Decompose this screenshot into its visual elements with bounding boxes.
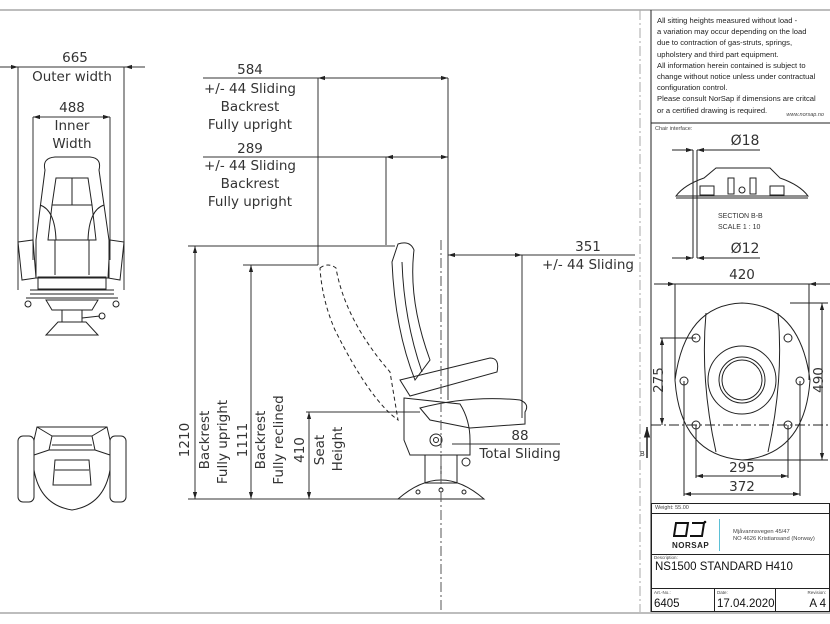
sheet-bottom-border xyxy=(0,612,830,614)
company-name: NORSAP xyxy=(672,541,710,550)
description-value: NS1500 STANDARD H410 xyxy=(655,561,793,573)
inner-width-label-1: Inner xyxy=(54,118,90,134)
dim-289-label-1: +/- 44 Sliding xyxy=(203,158,296,174)
bolt-spacing-372: 372 xyxy=(729,479,755,495)
date-value: 17.04.2020 xyxy=(717,598,775,610)
weight-label: Weight: 55.00 xyxy=(655,505,689,511)
height-1111-value: 1111 xyxy=(235,422,251,458)
inner-width-label-2: Width xyxy=(52,136,92,152)
date-cell: Date: 17.04.2020 xyxy=(714,588,776,612)
height-1111-label-1: Backrest xyxy=(253,410,269,470)
note-line: Please consult NorSap if dimensions are … xyxy=(657,94,816,104)
sheet-top-border xyxy=(0,9,830,11)
mounting-plate-top-view xyxy=(643,281,830,497)
dim-584-value: 584 xyxy=(237,62,263,78)
bolt-spacing-295: 295 xyxy=(729,460,755,476)
height-410-label-2: Height xyxy=(330,426,346,472)
inner-width-value: 488 xyxy=(59,100,85,116)
height-1210-label-1: Backrest xyxy=(197,410,213,470)
scale-label: SCALE 1 : 10 xyxy=(718,224,761,231)
notes-box: All sitting heights measured without loa… xyxy=(651,11,830,123)
chair-interface-title: Chair interface: xyxy=(655,126,693,132)
interface-dia-bottom: Ø12 xyxy=(730,241,760,257)
height-1210-label-2: Fully upright xyxy=(215,399,231,485)
art-no-label: Art.-No.: xyxy=(654,590,671,595)
plate-width-420: 420 xyxy=(729,267,755,283)
revision-label: Revision: xyxy=(807,590,826,595)
height-1111-label-2: Fully reclined xyxy=(271,395,287,485)
dim-584-label-2: Backrest xyxy=(220,99,280,115)
address-line-1: Mjåvannsvegen 45/47 xyxy=(733,529,790,535)
dim-88-value: 88 xyxy=(511,428,529,444)
note-line: or a certified drawing is required. xyxy=(657,105,768,115)
note-line: All sitting heights measured without loa… xyxy=(657,16,798,25)
revision-cell: Revision: A 4 xyxy=(775,588,830,612)
address-line-2: NO 4626 Kristiansand (Norway) xyxy=(733,536,815,542)
note-line: a variation may occur depending on the l… xyxy=(657,27,807,37)
date-label: Date: xyxy=(717,590,728,595)
outer-width-value: 665 xyxy=(62,50,88,66)
art-no-cell: Art.-No.: 6405 xyxy=(651,588,715,612)
height-1210-value: 1210 xyxy=(177,422,193,458)
dim-289-value: 289 xyxy=(237,141,263,157)
dim-88-label: Total Sliding xyxy=(479,446,561,462)
revision-value: A 4 xyxy=(809,598,826,610)
top-view-chair xyxy=(17,426,127,511)
note-line: due to contraction of gas-struts, spring… xyxy=(657,38,793,48)
note-line: change without notice unless under contr… xyxy=(657,72,816,82)
brand-accent-divider xyxy=(719,519,720,551)
plate-height-490: 490 xyxy=(811,367,827,393)
website-link[interactable]: www.norsap.no xyxy=(786,112,824,118)
description-label: Description: xyxy=(654,555,678,560)
dim-584-label-3: Fully upright xyxy=(207,117,293,133)
section-marker-b: B xyxy=(640,451,645,458)
description-cell: Description: NS1500 STANDARD H410 xyxy=(651,554,830,589)
dim-289-label-2: Backrest xyxy=(220,176,280,192)
dim-351-value: 351 xyxy=(575,239,601,255)
height-410-label-1: Seat xyxy=(312,434,328,466)
company-cell: NORSAP Mjåvannsvegen 45/47 NO 4626 Krist… xyxy=(651,513,830,555)
height-410-value: 410 xyxy=(292,437,308,463)
art-no-value: 6405 xyxy=(654,598,680,610)
dim-351-label: +/- 44 Sliding xyxy=(541,257,634,273)
section-label: SECTION B-B xyxy=(718,213,763,220)
note-line: All information herein contained is subj… xyxy=(657,60,806,70)
note-line: upholstery and third part equipment. xyxy=(657,49,779,59)
interface-dia-top: Ø18 xyxy=(730,133,760,149)
bolt-spacing-275: 275 xyxy=(651,367,667,393)
front-view-chair xyxy=(17,156,125,336)
note-line: configuration control. xyxy=(657,83,728,93)
dim-289-label-3: Fully upright xyxy=(207,194,293,210)
section-b-b-profile xyxy=(672,147,809,261)
outer-width-label: Outer width xyxy=(32,69,112,85)
norsap-logo-icon xyxy=(673,520,707,537)
dim-584-label-1: +/- 44 Sliding xyxy=(203,81,296,97)
